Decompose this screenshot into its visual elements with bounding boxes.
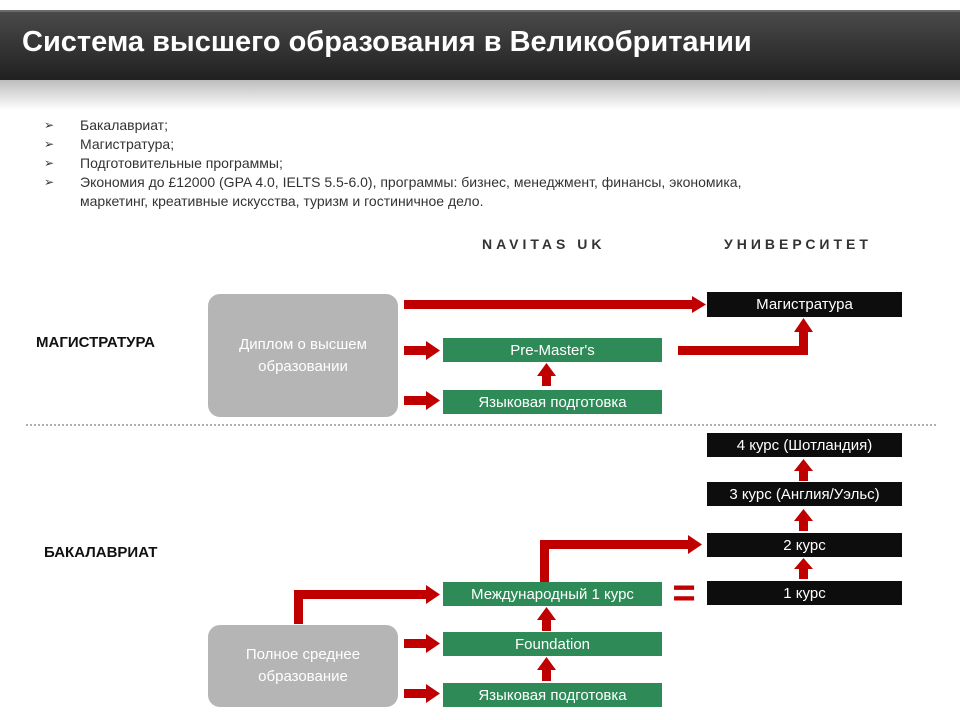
arrow-head [794, 459, 813, 471]
bullet-item: ➢ Магистратура; [44, 135, 744, 154]
course-label: 1 курс [783, 584, 826, 602]
course-3-box: 3 курс (Англия/Уэльс) [707, 482, 902, 506]
target-box-magistratura: Магистратура [707, 292, 902, 317]
language-prep-box-masters: Языковая подготовка [443, 390, 662, 414]
arrow-shaft [542, 668, 551, 681]
arrow-shaft [294, 590, 428, 599]
bullet-text: Подготовительные программы; [80, 155, 283, 171]
language-prep-label: Языковая подготовка [478, 393, 627, 411]
bullet-text: Магистратура; [80, 136, 175, 152]
section-label-bachelors: БАКАЛАВРИАТ [44, 544, 158, 561]
arrow-bullet-icon: ➢ [44, 156, 55, 170]
arrow-shaft [799, 330, 808, 355]
course-label: 2 курс [783, 536, 826, 554]
source-label: Полное среднее образование [245, 646, 361, 685]
course-2-box: 2 курс [707, 533, 902, 557]
column-heading-navitas: NAVITAS UK [482, 236, 606, 252]
arrow-head [426, 391, 440, 410]
arrow-bullet-icon: ➢ [44, 118, 55, 132]
premaster-box: Pre-Master's [443, 338, 662, 362]
arrow-head [688, 535, 702, 554]
arrow-shaft [404, 346, 428, 355]
page-title: Система высшего образования в Великобрит… [22, 26, 752, 58]
foundation-box: Foundation [443, 632, 662, 656]
arrow-head [692, 296, 706, 313]
language-prep-label: Языковая подготовка [478, 686, 627, 704]
arrow-shaft [542, 374, 551, 386]
arrow-shaft [294, 596, 303, 624]
course-1-box: 1 курс [707, 581, 902, 605]
source-box-higher-education: Диплом о высшем образовании [208, 294, 398, 417]
arrow-head [537, 657, 556, 670]
equals-sign: = [672, 571, 696, 615]
arrow-shaft [799, 469, 808, 481]
language-prep-box-bachelors: Языковая подготовка [443, 683, 662, 707]
section-label-masters: МАГИСТРАТУРА [36, 334, 156, 351]
arrow-head [794, 509, 813, 521]
bullet-list: ➢ Бакалавриат; ➢ Магистратура; ➢ Подготовит… [44, 116, 744, 211]
source-label: Диплом о высшем образовании [239, 335, 367, 375]
course-label: 3 курс (Англия/Уэльс) [729, 485, 880, 503]
course-label: 4 курс (Шотландия) [736, 436, 873, 454]
bullet-text: Бакалавриат; [80, 117, 168, 133]
arrow-shaft [404, 300, 694, 309]
arrow-head [537, 607, 556, 620]
arrow-bullet-icon: ➢ [44, 137, 55, 151]
arrow-head [537, 363, 556, 376]
bullet-text: Экономия до £12000 (GPA 4.0, IELTS 5.5-6… [80, 174, 742, 209]
intl-year-label: Международный 1 курс [471, 585, 634, 603]
arrow-shaft [799, 519, 808, 531]
arrow-shaft [542, 618, 551, 631]
arrow-shaft [404, 396, 428, 405]
foundation-label: Foundation [514, 635, 591, 653]
arrow-head [426, 341, 440, 360]
arrow-head [426, 634, 440, 653]
arrow-head [794, 558, 813, 569]
source-box-secondary-education: Полное среднее образование [208, 625, 398, 707]
arrow-head [426, 585, 440, 604]
title-bar: Система высшего образования в Великобрит… [0, 10, 960, 82]
arrow-shaft [799, 567, 808, 579]
arrow-shaft [540, 540, 690, 549]
intl-year-box: Международный 1 курс [443, 582, 662, 606]
arrow-head [794, 318, 813, 332]
target-label: Магистратура [756, 296, 853, 313]
bullet-item: ➢ Подготовительные программы; [44, 154, 744, 173]
arrow-head [426, 684, 440, 703]
arrow-shaft [540, 540, 549, 582]
arrow-shaft [404, 689, 428, 698]
section-divider [26, 424, 936, 426]
arrow-shaft [404, 639, 428, 648]
arrow-shaft [678, 346, 808, 355]
premaster-label: Pre-Master's [510, 341, 595, 359]
arrow-bullet-icon: ➢ [44, 175, 55, 189]
column-heading-university: УНИВЕРСИТЕТ [724, 236, 872, 252]
bullet-item: ➢ Экономия до £12000 (GPA 4.0, IELTS 5.5-… [44, 173, 744, 211]
bullet-item: ➢ Бакалавриат; [44, 116, 744, 135]
title-shadow [0, 80, 960, 110]
course-4-box: 4 курс (Шотландия) [707, 433, 902, 457]
